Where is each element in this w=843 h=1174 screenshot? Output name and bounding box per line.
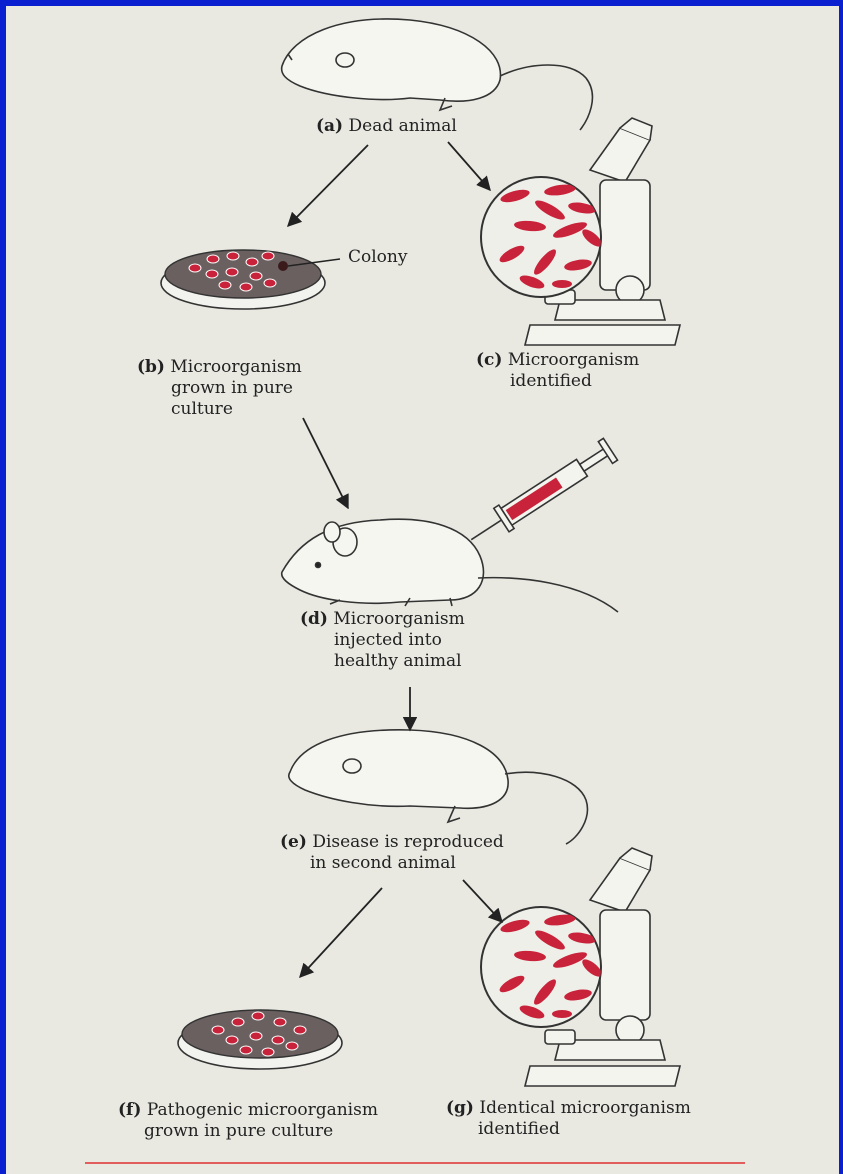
label-f-line2: grown in pure culture bbox=[118, 1121, 378, 1142]
label-colony: Colony bbox=[348, 247, 407, 268]
label-e-line1: Disease is reproduced bbox=[312, 832, 503, 852]
label-e-line2: in second animal bbox=[280, 853, 504, 874]
label-f: (f) Pathogenic microorganism grown in pu… bbox=[118, 1100, 378, 1142]
arrow-a-to-c bbox=[448, 142, 490, 190]
label-c-letter: (c) bbox=[476, 350, 502, 370]
label-c: (c) Microorganism identified bbox=[476, 350, 639, 392]
label-e-letter: (e) bbox=[280, 832, 307, 852]
label-d-line1: Microorganism bbox=[333, 609, 464, 629]
label-c-line2: identified bbox=[476, 371, 639, 392]
label-b-line3: culture bbox=[137, 399, 302, 420]
microscope-g bbox=[481, 848, 680, 1086]
label-a-text: Dead animal bbox=[349, 116, 457, 136]
label-b-line1: Microorganism bbox=[170, 357, 301, 377]
label-b: (b) Microorganism grown in pure culture bbox=[137, 357, 302, 420]
arrow-e-to-g bbox=[463, 880, 502, 922]
colony-text: Colony bbox=[348, 247, 407, 267]
label-b-line2: grown in pure bbox=[137, 378, 302, 399]
label-b-letter: (b) bbox=[137, 357, 165, 377]
label-d: (d) Microorganism injected into healthy … bbox=[300, 609, 465, 672]
petri-dish-b bbox=[161, 250, 340, 309]
label-a-letter: (a) bbox=[316, 116, 343, 136]
label-f-letter: (f) bbox=[118, 1100, 141, 1120]
label-g: (g) Identical microorganism identified bbox=[446, 1098, 691, 1140]
dead-mouse-second bbox=[289, 730, 588, 844]
label-e: (e) Disease is reproduced in second anim… bbox=[280, 832, 504, 874]
label-g-line1: Identical microorganism bbox=[479, 1098, 690, 1118]
label-d-line2: injected into bbox=[300, 630, 465, 651]
arrow-b-to-d bbox=[303, 418, 348, 508]
microscope-c bbox=[481, 118, 680, 345]
arrow-a-to-b bbox=[288, 145, 368, 226]
label-c-line1: Microorganism bbox=[508, 350, 639, 370]
syringe bbox=[464, 438, 618, 552]
label-g-letter: (g) bbox=[446, 1098, 474, 1118]
arrow-e-to-f bbox=[300, 888, 382, 977]
label-a: (a) Dead animal bbox=[316, 116, 457, 137]
healthy-mouse bbox=[282, 519, 618, 612]
label-d-line3: healthy animal bbox=[300, 651, 465, 672]
label-f-line1: Pathogenic microorganism bbox=[147, 1100, 378, 1120]
petri-dish-f bbox=[178, 1010, 342, 1069]
label-g-line2: identified bbox=[446, 1119, 691, 1140]
label-d-letter: (d) bbox=[300, 609, 328, 629]
dead-mouse-top bbox=[282, 19, 593, 130]
